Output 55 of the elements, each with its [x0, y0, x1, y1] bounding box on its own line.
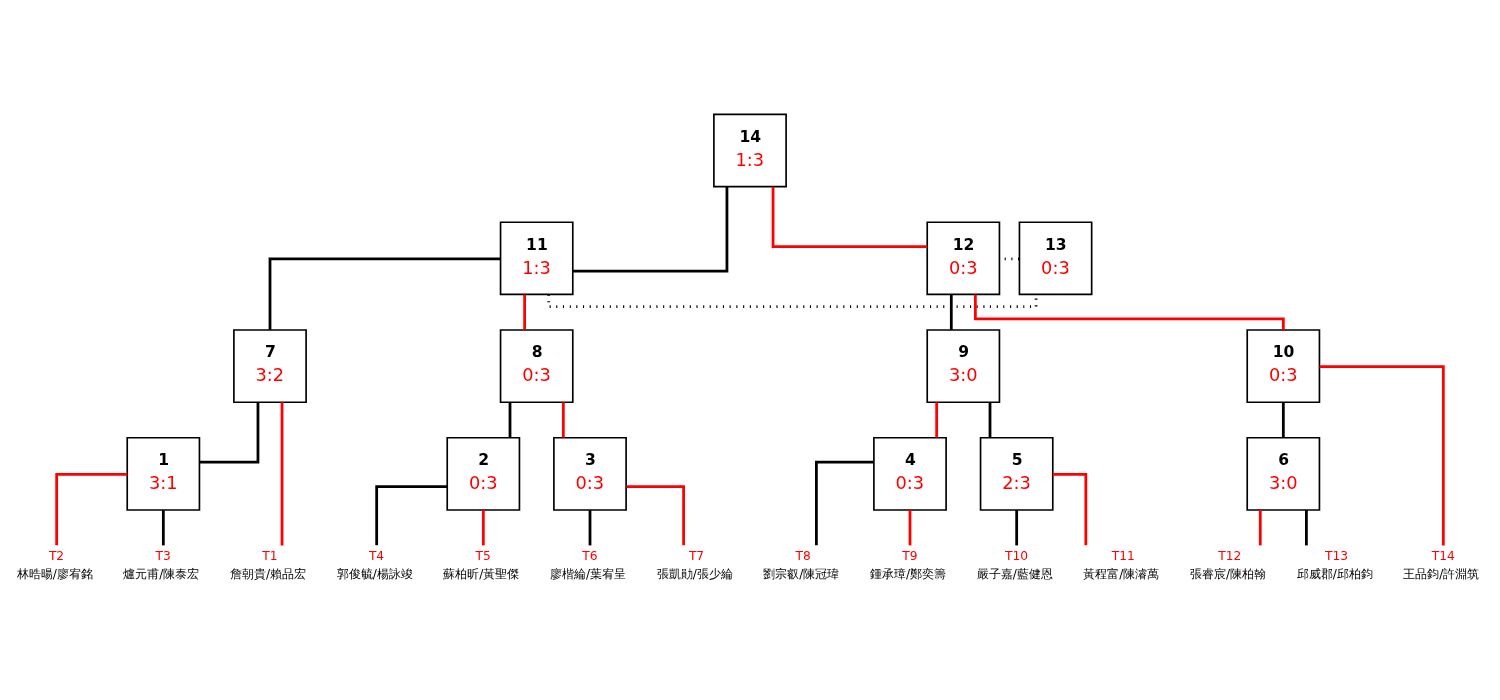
node-box: 2 0:3 [446, 436, 521, 511]
connector [1319, 365, 1445, 546]
connector [988, 402, 992, 438]
connector [935, 402, 939, 438]
connector [508, 402, 512, 438]
connector [974, 294, 1285, 330]
node-text: T5 蘇柏昕/黃聖傑 [443, 548, 520, 581]
node-text: T9 鍾承璋/鄭奕籌 [870, 548, 947, 581]
node-box: 14 1:3 [713, 113, 787, 188]
connector [626, 485, 685, 546]
connector [481, 510, 485, 546]
connector [588, 510, 592, 546]
node-text: T13 邱威郡/邱柏鈞 [1296, 548, 1373, 581]
node-box: 8 0:3 [499, 329, 574, 404]
connector [1305, 510, 1308, 546]
node-box: 13 0:3 [1018, 221, 1093, 296]
node-box: 12 0:3 [926, 221, 1001, 296]
node-text: T1 詹朝貴/賴品宏 [230, 548, 307, 581]
node-box: 11 1:3 [499, 221, 574, 296]
connector [949, 294, 953, 330]
connector [55, 473, 128, 546]
connector [280, 402, 284, 546]
connector [561, 402, 565, 438]
node-text: T8 劉宗叡/陳冠瑋 [763, 548, 840, 581]
node-box: 4 0:3 [873, 436, 947, 511]
connector [1281, 402, 1285, 438]
connector [199, 402, 260, 464]
connector [1258, 510, 1262, 546]
connector [908, 510, 912, 546]
connector [1015, 510, 1019, 546]
connector [523, 294, 526, 330]
node-text: T12 張睿宸/陳柏翰 [1190, 548, 1267, 581]
node-box: 5 2:3 [979, 436, 1054, 511]
node-box: 6 3:0 [1246, 436, 1321, 511]
node-box: 3 0:3 [553, 436, 627, 511]
connector [547, 294, 1038, 309]
connector [771, 186, 928, 249]
node-text: T4 郭俊毓/楊詠竣 [336, 548, 413, 581]
node-box: 9 3:0 [926, 329, 1001, 404]
connector [161, 510, 165, 546]
node-text: T11 黃程富/陳濬萬 [1083, 548, 1160, 581]
node-box: 7 3:2 [233, 329, 307, 404]
connector [1052, 473, 1088, 546]
node-text: T6 廖楷綸/葉宥呈 [550, 548, 627, 581]
connector [268, 257, 501, 330]
node-text: T3 爐元甫/陳泰宏 [123, 548, 200, 581]
node-box: 1 3:1 [126, 436, 201, 511]
node-text: T10 嚴子嘉/藍健恩 [976, 548, 1053, 581]
node-text: T2 林晧暘/廖宥銘 [16, 548, 93, 581]
node-text: T14 王品鈞/許淵筑 [1403, 548, 1480, 581]
connector [815, 460, 874, 546]
connector [375, 485, 448, 546]
node-box: 10 0:3 [1246, 329, 1321, 404]
node-text: T7 張凱勛/張少綸 [656, 548, 733, 581]
connector [572, 186, 729, 273]
